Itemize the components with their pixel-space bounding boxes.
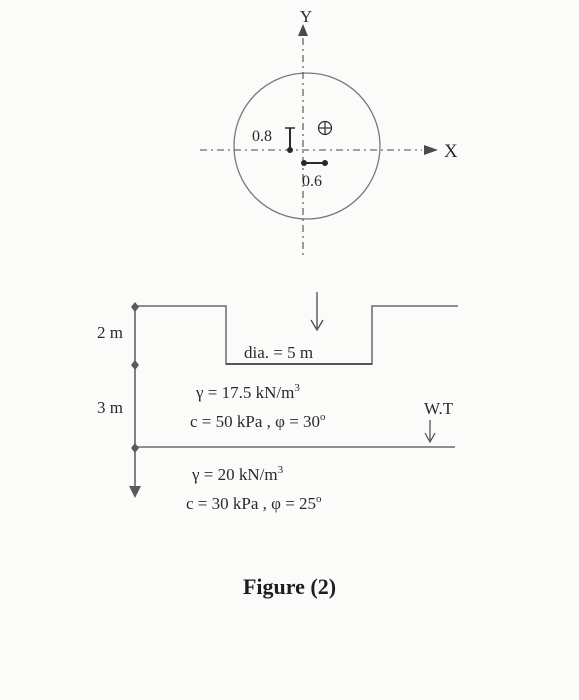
ecc-y-label: 0.8 <box>252 128 272 145</box>
ecc-y-dimension <box>285 127 295 153</box>
wt-label: W.T <box>424 399 454 418</box>
layer2-gamma: γ = 20 kN/m3 <box>191 464 284 484</box>
figure-caption: Figure (2) <box>242 574 337 599</box>
depth-mid-label: 3 m <box>97 398 123 417</box>
ecc-x-dimension <box>301 160 328 166</box>
depth-marker-top-icon <box>131 302 139 312</box>
layer1-c-phi: c = 50 kPa , φ = 30o <box>190 411 326 431</box>
y-axis-label: Y <box>300 7 312 26</box>
depth-marker-wt-icon <box>131 443 139 453</box>
load-point-icon <box>317 120 333 136</box>
load-arrow-icon <box>310 319 324 332</box>
depth-marker-mid-icon <box>131 360 139 370</box>
footing-label: dia. = 5 m <box>244 343 313 362</box>
depth-top-label: 2 m <box>97 323 123 342</box>
plan-view: Y X 0.8 0.6 <box>200 7 458 258</box>
footing-plan-circle <box>233 72 381 220</box>
y-axis-arrow-icon <box>298 24 308 36</box>
layer2-c-phi: c = 30 kPa , φ = 25o <box>186 493 322 513</box>
depth-arrow-down-icon <box>129 486 141 498</box>
layer1-gamma: γ = 17.5 kN/m3 <box>195 382 300 402</box>
ecc-x-label: 0.6 <box>302 173 322 190</box>
section-view: 2 m 3 m dia. = 5 m γ = 17.5 kN/m3 c = 50… <box>97 292 458 513</box>
wt-arrow-icon <box>424 432 436 444</box>
x-axis-arrow-icon <box>424 145 438 155</box>
x-axis-label: X <box>444 141 458 162</box>
